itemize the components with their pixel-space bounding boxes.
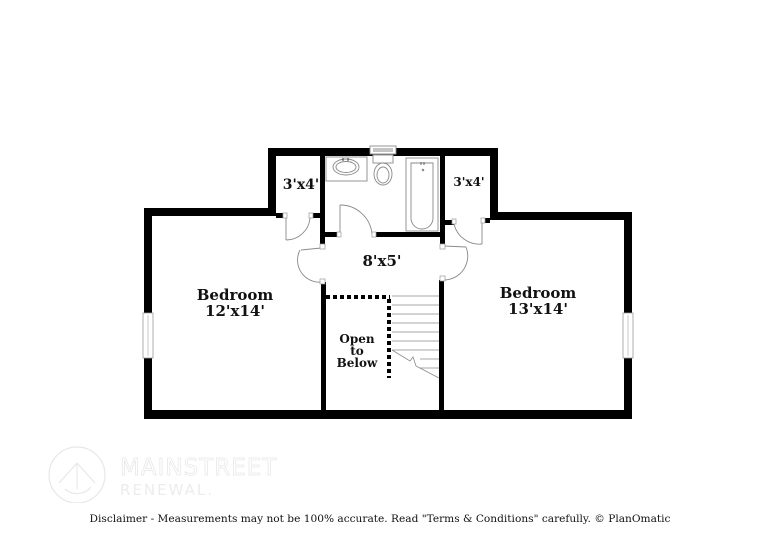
- bedroom-left-label: Bedroom 12'x14': [180, 286, 290, 320]
- mainstreet-logo-icon: [48, 446, 106, 503]
- closet-right-label: 3'x4': [447, 176, 491, 189]
- bedroom-right-label: Bedroom 13'x14': [483, 284, 593, 318]
- below-line: Below: [336, 356, 378, 370]
- room-dimensions: 12'x14': [205, 301, 265, 320]
- room-dimensions: 13'x14': [508, 299, 568, 318]
- doors: [285, 204, 483, 283]
- door-jambs: [282, 212, 486, 285]
- logo-main-text: MAINSTREET: [120, 455, 278, 482]
- sink-icon: [325, 156, 368, 182]
- toilet-icon: [369, 145, 397, 186]
- open-to-below-label: Open to Below: [328, 333, 386, 369]
- to-line: to: [350, 344, 364, 358]
- window-left: [142, 312, 154, 359]
- room-name: Bedroom: [499, 284, 577, 302]
- closet-left-label: 3'x4': [276, 178, 326, 193]
- room-dimensions: 8'x5': [362, 252, 402, 270]
- open-to-below-railing: [326, 295, 391, 378]
- stairs-icon: [391, 295, 440, 379]
- open-line: Open: [339, 332, 375, 346]
- logo-sub-text: RENEWAL.: [120, 481, 214, 499]
- hallway-label: 8'x5': [352, 252, 412, 270]
- room-name: Bedroom: [196, 286, 274, 304]
- room-dimensions: 3'x4': [453, 175, 485, 189]
- disclaimer: Disclaimer - Measurements may not be 100…: [89, 513, 671, 525]
- window-right: [622, 312, 634, 359]
- room-dimensions: 3'x4': [282, 177, 320, 193]
- bathtub-icon: [405, 157, 439, 232]
